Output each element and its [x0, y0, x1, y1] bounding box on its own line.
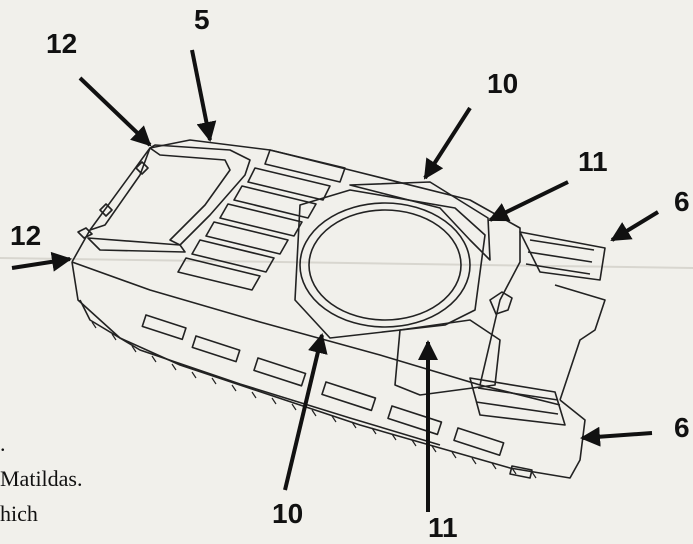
arrow-12-top	[78, 76, 152, 147]
slat-6	[191, 239, 275, 273]
slat-4	[219, 203, 303, 237]
skirt-vent-4	[321, 381, 377, 412]
skirt-vent-1	[141, 314, 187, 341]
track-teeth	[91, 321, 537, 479]
front-glacis	[89, 147, 151, 231]
turret-ring-outer	[299, 202, 471, 328]
rear-box-top	[519, 231, 606, 281]
skirt-vent-5	[387, 405, 443, 436]
turret-ring-inner	[308, 209, 462, 321]
raised-plate-bottom	[394, 319, 501, 396]
callout-6-top: 6	[674, 186, 690, 217]
slat-5	[205, 221, 289, 255]
callout-arrows	[11, 49, 660, 512]
raised-plate-top	[349, 181, 491, 261]
arrow-12-left	[11, 251, 72, 272]
paper-fold	[0, 257, 693, 269]
callout-6-bottom: 6	[674, 412, 690, 443]
callout-10-bottom: 10	[272, 498, 304, 529]
body-text-line-1: .	[0, 431, 6, 456]
callout-11-top: 11	[578, 146, 608, 177]
arrow-11-top	[488, 180, 569, 222]
rear-towing-eye	[509, 465, 533, 479]
rear-box-bottom-grille	[475, 387, 559, 415]
turret-plate	[294, 189, 486, 339]
rear-mount	[554, 284, 606, 401]
rear-box-top-grille	[525, 239, 595, 275]
skirt-vent-6	[453, 427, 505, 456]
front-frame	[149, 144, 251, 246]
skirt-vent-2	[191, 335, 241, 363]
arrow-6-top	[610, 210, 660, 242]
arrow-10-bottom	[283, 333, 328, 491]
slat-3	[233, 185, 317, 219]
slat-2	[247, 167, 331, 201]
callout-10-top: 10	[487, 68, 519, 99]
skirt-vent-3	[253, 357, 307, 387]
hull-skirt	[71, 261, 586, 479]
callout-11-bottom: 11	[428, 512, 458, 543]
arrow-6-bottom	[580, 426, 653, 447]
front-hook	[77, 227, 93, 239]
body-text-line-3: hich	[0, 501, 38, 526]
front-bar	[87, 237, 186, 253]
rear-box-bottom	[469, 377, 566, 426]
slat-1	[264, 149, 346, 183]
rear-hinge	[489, 291, 513, 315]
track-lower-edge	[79, 299, 441, 446]
arrow-5	[190, 49, 217, 142]
callout-5: 5	[194, 4, 210, 35]
arrow-10-top	[423, 106, 472, 180]
upper-deck	[71, 139, 521, 386]
tank-outline	[71, 139, 606, 479]
callout-12-top: 12	[46, 28, 78, 59]
slat-7	[177, 257, 261, 291]
callout-12-left: 12	[10, 220, 42, 251]
tow-hooks	[99, 161, 149, 217]
body-text-line-2: Matildas.	[0, 466, 83, 491]
hull-top-edge	[71, 261, 561, 406]
